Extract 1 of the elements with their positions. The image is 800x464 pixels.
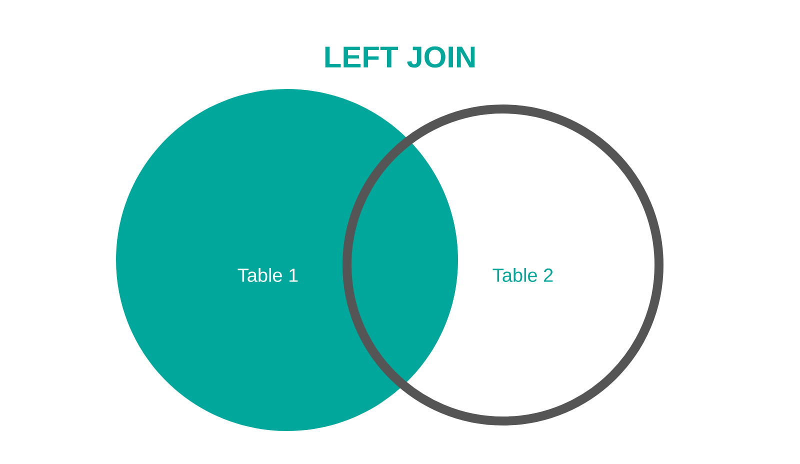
title: LEFT JOIN bbox=[325, 46, 475, 68]
